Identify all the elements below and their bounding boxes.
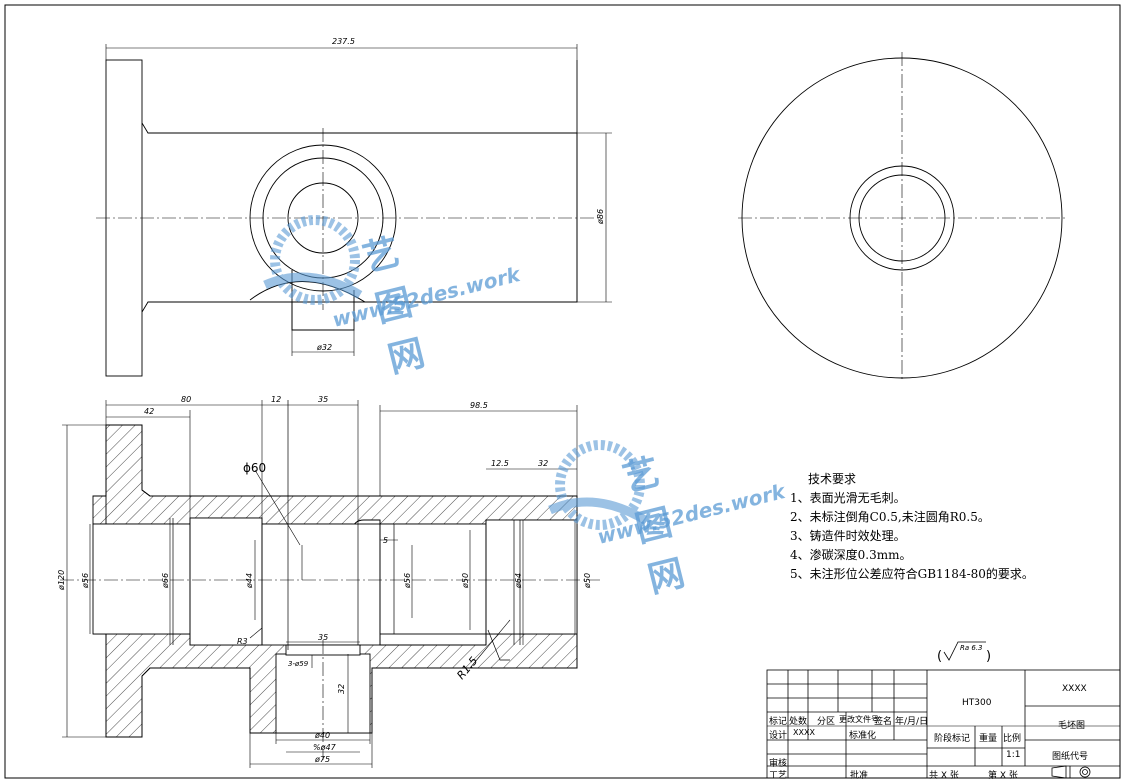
tb-stage: 阶段标记 bbox=[934, 734, 971, 744]
dim-top-height: ø86 bbox=[596, 209, 605, 225]
dim-98-5: 98.5 bbox=[470, 401, 488, 410]
tb-material: HT300 bbox=[962, 698, 992, 708]
dim-32-b: 32 bbox=[337, 684, 346, 694]
dim-phi64: ø64 bbox=[514, 573, 523, 589]
dim-12: 12 bbox=[271, 395, 281, 404]
tb-row-label: 分区 bbox=[817, 717, 836, 727]
tb-approve: 批准 bbox=[850, 771, 869, 781]
dim-35-a: 35 bbox=[318, 395, 328, 404]
dim-phi50-a: ø50 bbox=[461, 573, 470, 589]
tb-review: 审核 bbox=[769, 759, 788, 769]
tb-scale-value: 1:1 bbox=[1006, 750, 1021, 760]
dim-35-b: 35 bbox=[318, 633, 328, 642]
section-view bbox=[60, 400, 600, 768]
side-view bbox=[738, 52, 1068, 382]
dim-phi40: ø40 bbox=[314, 731, 330, 740]
tb-sheet-no: 第 X 张 bbox=[988, 771, 1018, 781]
note-item: 4、渗碳深度0.3mm。 bbox=[790, 548, 912, 562]
tb-company: XXXX bbox=[1062, 684, 1087, 694]
tb-row-label: 标记 bbox=[769, 717, 788, 727]
tb-drawing-code: 图纸代号 bbox=[1052, 752, 1089, 762]
drawing-frame bbox=[4, 4, 1121, 779]
roughness-open-paren: ( bbox=[937, 649, 942, 664]
dim-top-length: 237.5 bbox=[332, 37, 355, 46]
tb-total-sheets: 共 X 张 bbox=[929, 771, 959, 781]
tb-row-label: 签名 bbox=[874, 717, 893, 727]
dim-phi56-a: ø56 bbox=[81, 573, 90, 589]
dim-r3: R3 bbox=[237, 637, 248, 646]
note-item: 2、未标注倒角C0.5,未注圆角R0.5。 bbox=[790, 510, 990, 524]
roughness-close-paren: ) bbox=[986, 649, 991, 664]
dim-phi66: ø66 bbox=[161, 573, 170, 589]
note-item: 5、未注形位公差应符合GB1184-80的要求。 bbox=[790, 567, 1034, 581]
note-item: 1、表面光滑无毛刺。 bbox=[790, 491, 906, 505]
tb-scale: 比例 bbox=[1003, 734, 1022, 744]
dim-phi60: ϕ60 bbox=[243, 461, 266, 475]
dim-phi50-b: ø50 bbox=[583, 573, 592, 589]
technical-requirements: 技术要求 1、表面光滑无毛刺。 2、未标注倒角C0.5,未注圆角R0.5。 3、… bbox=[790, 470, 1034, 584]
tb-standardize: 标准化 bbox=[849, 731, 877, 741]
top-view bbox=[96, 44, 612, 377]
tb-design: 设计 bbox=[769, 731, 788, 741]
tb-row-label: 年/月/日 bbox=[895, 717, 929, 727]
tb-row-label: 更改文件号 bbox=[839, 715, 879, 724]
roughness-value: Ra 6.3 bbox=[960, 644, 983, 652]
tb-drawing-name: 毛坯图 bbox=[1058, 721, 1086, 731]
title-block-grid bbox=[766, 669, 1121, 779]
note-item: 3、铸造件时效处理。 bbox=[790, 529, 906, 543]
dim-phi47: %ø47 bbox=[313, 743, 337, 752]
tb-weight: 重量 bbox=[979, 734, 998, 744]
tb-row-label: 处数 bbox=[789, 717, 808, 727]
dim-32-a: 32 bbox=[538, 459, 548, 468]
dim-42: 42 bbox=[144, 407, 154, 416]
dim-phi56-b: ø56 bbox=[403, 573, 412, 589]
dim-phi120: ø120 bbox=[57, 570, 66, 591]
dim-top-bore: ø32 bbox=[316, 343, 332, 352]
dim-phi59: 3-ø59 bbox=[288, 660, 309, 668]
dim-phi44: ø44 bbox=[245, 573, 254, 589]
tb-designer: XXXX bbox=[793, 728, 815, 737]
dim-phi75: ø75 bbox=[314, 755, 330, 764]
dim-12-5: 12.5 bbox=[491, 459, 509, 468]
dim-80: 80 bbox=[181, 395, 191, 404]
notes-title: 技术要求 bbox=[808, 472, 857, 486]
dim-5: 5 bbox=[383, 536, 388, 545]
roughness-symbol: ( Ra 6.3 ) bbox=[937, 641, 991, 664]
tb-process: 工艺 bbox=[769, 771, 788, 781]
